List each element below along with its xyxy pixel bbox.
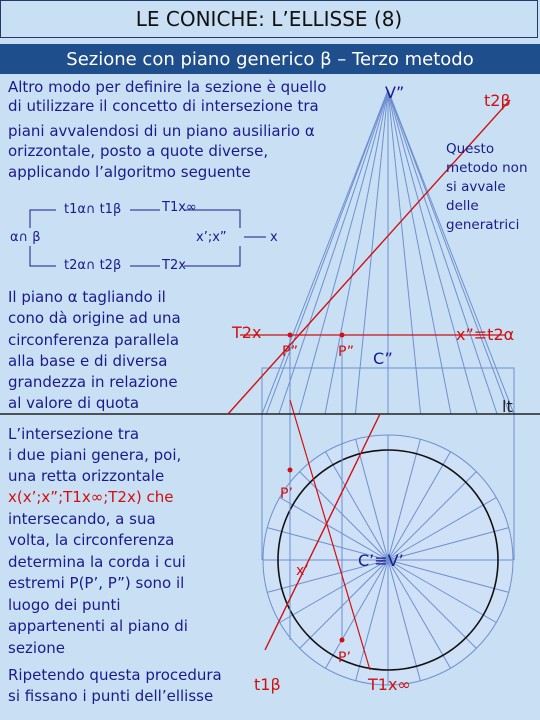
front-view [261,89,515,415]
para1-line-1: Il piano α tagliando il [8,288,166,306]
top-view-spokes [263,435,513,685]
spoke [299,471,389,561]
para2-line-2: i due piani genera, poi, [8,446,182,464]
intro-line-2: di utilizzare il concetto di intersezion… [8,97,319,115]
spoke [387,527,509,561]
label-t1x: T1x∞ [367,675,411,694]
label-x1: x’ [296,563,309,579]
alg-middle: x’;x” [196,230,227,245]
t1b-line [264,413,381,651]
spoke [387,559,421,681]
label-c1v1: C’≡V’ [358,551,404,570]
para2-line-1: L’intersezione tra [8,425,140,443]
point-p1-top [287,467,293,473]
spoke [299,559,389,649]
spoke [355,559,389,681]
spoke [387,559,451,669]
alg-final: x [270,230,278,245]
algorithm-connectors [29,209,266,267]
label-c2: C” [373,349,393,368]
alg-top: t1α∩ t1β [64,202,122,217]
generatrix [298,89,389,415]
spoke [387,451,451,561]
generatrix [387,89,498,415]
generatrix [387,89,515,415]
note-line-3: si avvale [446,179,506,195]
spoke [279,497,389,561]
para2-line-4: x(x’;x”;T1x∞;T2x) che [8,488,174,506]
spoke [387,439,421,561]
note-line-5: generatrici [446,217,520,233]
generatrix [387,89,511,415]
note-line-1: Questo [446,141,495,157]
note-line-2: metodo non [446,160,528,176]
intro-line-4: orizzontale, posto a quote diverse, [8,142,269,160]
intro-line-1: Altro modo per definire la sezione è que… [8,78,327,96]
section-circle [277,449,499,671]
label-vertex-front: V” [385,83,404,102]
label-t1b: t1β [254,675,281,694]
point-p1-bottom [339,637,345,643]
para2-line-6: volta, la circonferenza [8,531,175,549]
label-lt: lt [502,397,513,416]
label-p2-left: P” [282,344,298,360]
x1-line [289,399,371,671]
page-title: LE CONICHE: L’ELLISSE (8) [0,0,538,38]
spoke [267,559,389,593]
para1-line-4: alla base e di diversa [8,352,168,370]
alg-top-result: T1x∞ [162,200,197,215]
para3-line-1: Ripetendo questa procedura [8,666,222,684]
alg-start: α∩ β [10,230,41,245]
para2-line-9: luogo dei punti [8,596,121,614]
para3-line-2: si fissano i punti dell’ellisse [8,687,214,705]
intro-line-5: applicando l’algoritmo seguente [8,163,251,181]
generatrix [387,89,478,415]
generatrix [354,89,389,415]
point-p2-right [339,332,345,338]
spoke [267,527,389,561]
para2-line-8: estremi P(P’, P”) sono il [8,574,185,592]
alg-bottom-result: T2x [162,258,186,273]
para2-line-3: una retta orizzontale [8,467,165,485]
spoke [325,559,389,669]
spoke [355,439,389,561]
para1-line-5: grandezza in relazione [8,373,178,391]
t2b-line [227,99,511,415]
generatrix [265,89,389,415]
generatrix [387,89,452,415]
spoke [279,559,389,623]
spoke [387,559,497,623]
intro-line-3: piani avvalendosi di un piano ausiliario… [8,122,315,140]
label-t2b: t2β [484,91,511,110]
page-subtitle: Sezione con piano generico β – Terzo met… [0,44,540,74]
cone-generatrices [261,89,515,415]
para1-line-2: cono dà origine ad una [8,309,181,327]
para1-line-3: circonferenza parallela [8,331,180,349]
note-line-4: delle [446,198,479,214]
para2-line-7: determina la corda i cui [8,553,186,571]
label-p2-right: P” [338,344,354,360]
spoke [387,471,477,561]
generatrix [261,89,389,415]
label-t2x: T2x [231,323,261,342]
para2-line-11: sezione [8,639,65,657]
alg-bottom: t2α∩ t2β [64,258,122,273]
spoke [325,451,389,561]
spoke [387,497,497,561]
generatrix [278,89,389,415]
label-p1-top: P’ [280,486,293,502]
para2-line-5: intersecando, a sua [8,510,156,528]
generatrix [324,89,389,415]
generatrix [387,89,422,415]
spoke [387,559,509,593]
para2-line-10: appartenenti al piano di [8,617,188,635]
para1-line-6: al valore di quota [8,394,140,412]
point-p2-left [287,332,293,338]
top-view [262,434,514,686]
label-x2-t2a: x”≡t2α [456,325,514,344]
label-p1-bottom: P’ [338,650,351,666]
spoke [387,559,477,649]
